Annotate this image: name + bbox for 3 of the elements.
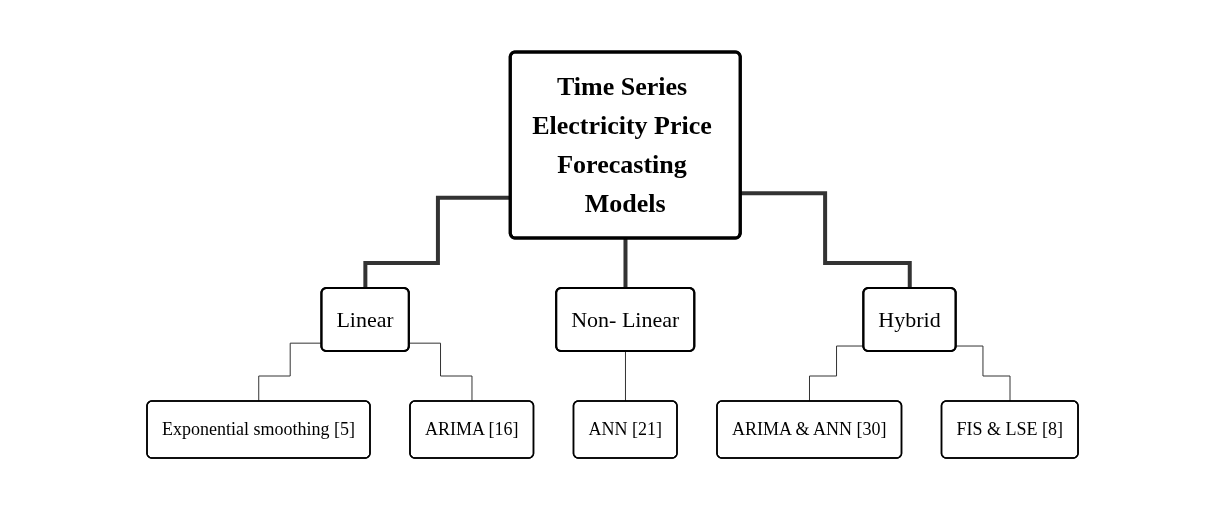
connector xyxy=(408,342,473,402)
connector xyxy=(624,350,627,402)
connector xyxy=(955,345,1011,402)
